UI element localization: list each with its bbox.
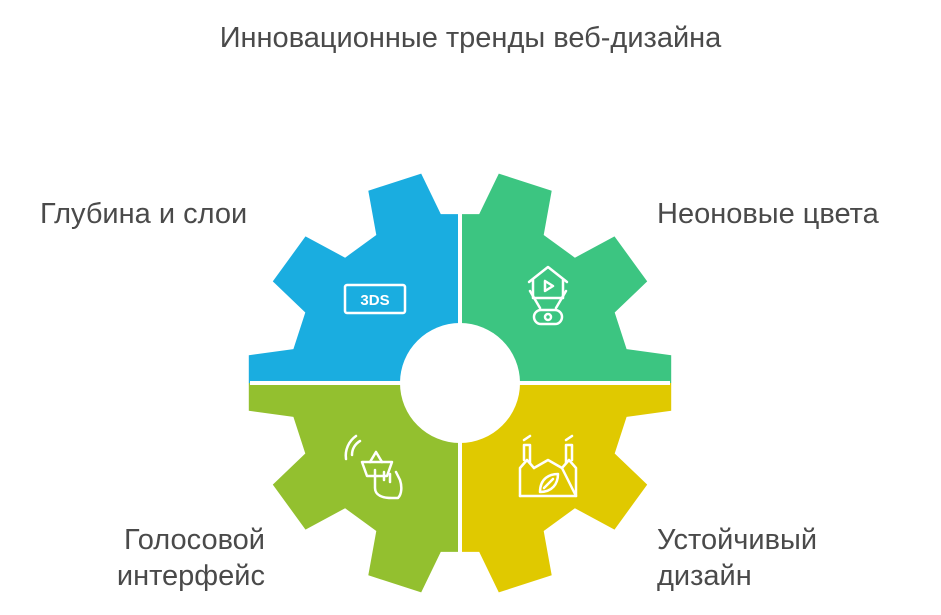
home-video-robot-icon [527,265,569,326]
diagram-title: Инновационные тренды веб-дизайна [219,22,722,54]
label-voice-interface: Голосовой интерфейс [117,522,265,594]
label-voice-line2: интерфейс [116,560,265,592]
gear-segment-voice-interface [248,383,460,593]
3ds-icon: 3DS [343,283,407,315]
gear-segment-neon-colors [460,173,672,383]
voice-basket-hand-icon [344,434,403,500]
3ds-icon-text: 3DS [360,292,389,309]
label-sustainable-design: Устойчивый дизайн [657,522,817,594]
gear-center-hole [400,323,520,443]
eco-factory-icon [518,434,578,498]
label-depth-layers: Глубина и слои [40,198,248,230]
label-voice-line1: Голосовой [124,524,265,556]
label-sustainable-line1: Устойчивый [657,524,818,556]
gear-segment-sustainable-design [460,383,672,593]
label-sustainable-line2: дизайн [657,560,752,592]
label-neon-colors: Неоновые цвета [657,198,879,230]
gear-segment-depth-layers [248,173,460,383]
